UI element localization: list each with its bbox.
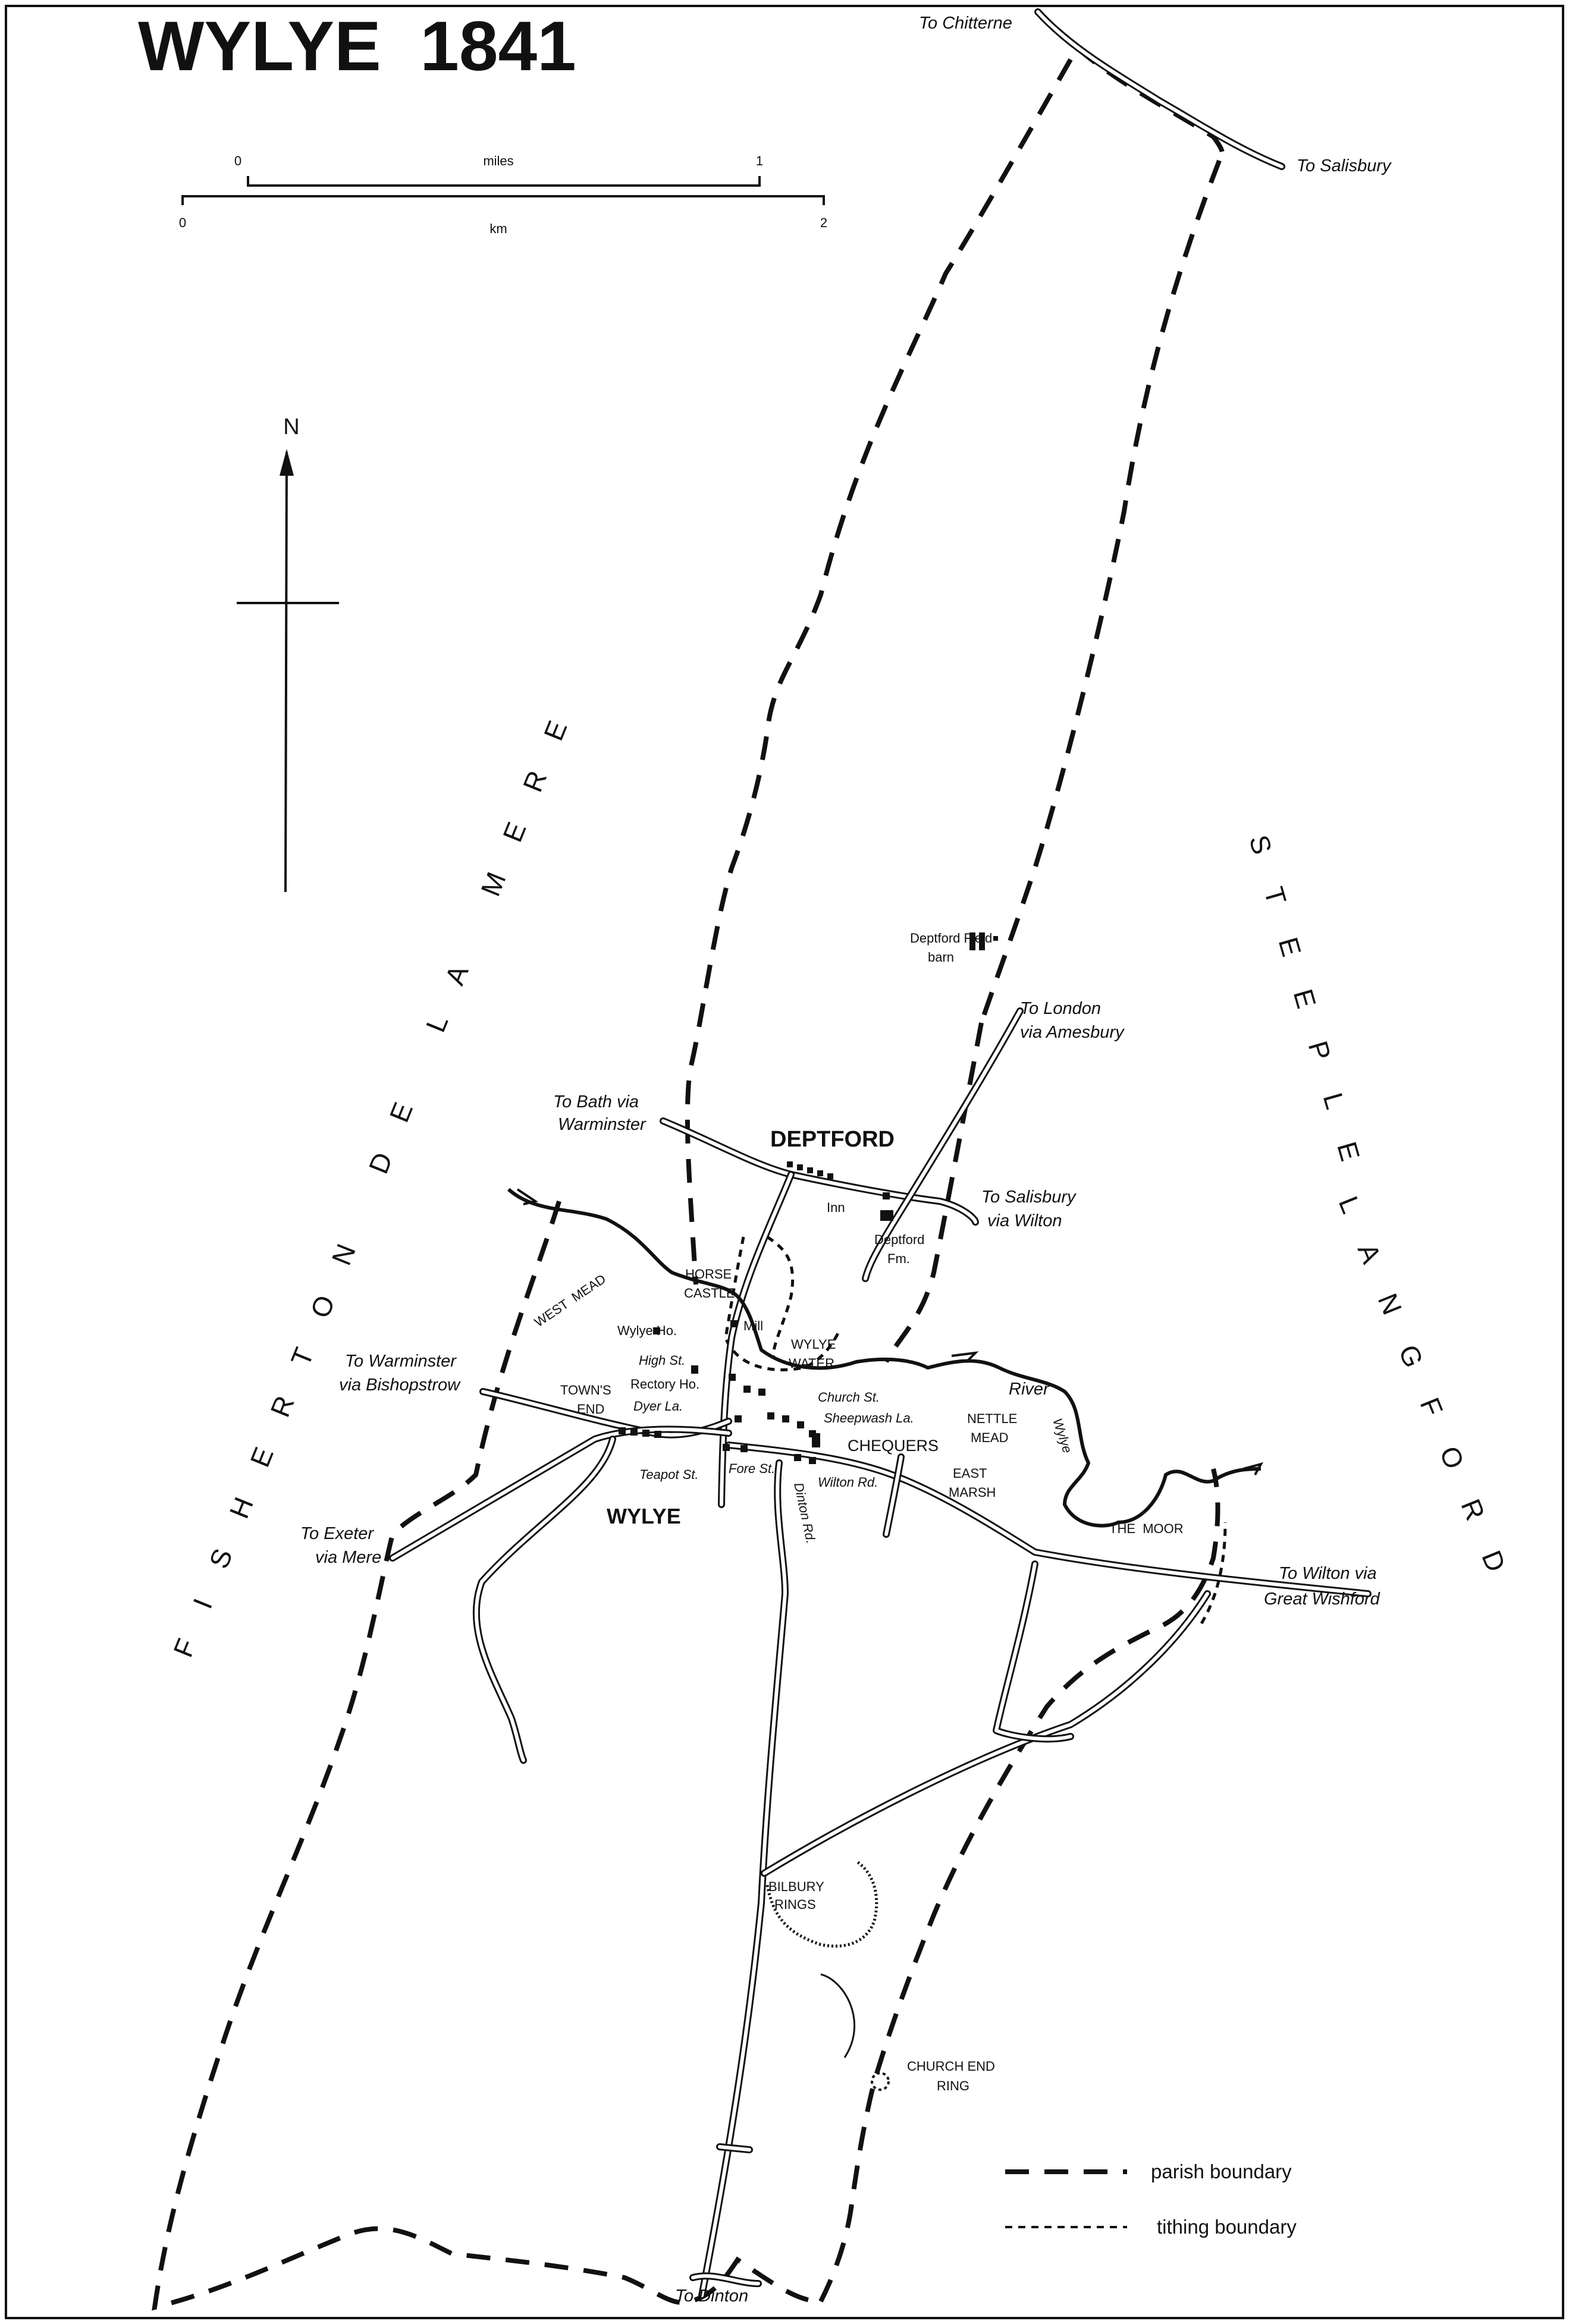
scale-km-0: 0 (179, 215, 186, 230)
label-towns-end-2: END (577, 1402, 604, 1417)
label-to-salisbury-wilton-2: via Wilton (987, 1211, 1062, 1230)
label-teapot-st: Teapot St. (639, 1467, 698, 1482)
label-church-end-1: CHURCH END (907, 2059, 995, 2074)
scale-km-label: km (489, 221, 507, 236)
scale-miles-label: miles (483, 153, 513, 168)
label-to-dinton: To Dinton (675, 2287, 748, 2306)
scale-miles-0: 0 (234, 153, 241, 168)
label-high-st: High St. (639, 1353, 685, 1368)
label-to-bath-2: Warminster (558, 1115, 647, 1134)
label-wilton-rd: Wilton Rd. (818, 1475, 878, 1490)
label-nettle: NETTLE (967, 1411, 1017, 1426)
label-river: River (1009, 1380, 1050, 1399)
label-east-marsh-2: MARSH (949, 1485, 996, 1500)
label-wylye-river: Wylye (1050, 1417, 1075, 1455)
label-deptford-field-1: Deptford Field (910, 931, 992, 946)
label-to-warminster-1: To Warminster (345, 1352, 457, 1371)
label-to-exeter-2: via Mere (315, 1548, 381, 1567)
label-to-london-1: To London (1020, 999, 1101, 1018)
label-wylye-ho: Wylye Ho. (617, 1323, 677, 1338)
north-label: N (283, 414, 299, 439)
label-to-wilton-2: Great Wishford (1264, 1590, 1380, 1609)
scale-bar: 0 miles 1 0 km 2 (179, 153, 827, 236)
legend-tithing-boundary: tithing boundary (1157, 2216, 1297, 2238)
label-deptford-fm-2: Fm. (887, 1251, 910, 1266)
label-inn: Inn (827, 1200, 845, 1215)
label-sheepwash: Sheepwash La. (824, 1411, 914, 1425)
roads (389, 8, 1372, 2299)
label-dyer-la: Dyer La. (633, 1399, 683, 1414)
north-arrow: N (237, 414, 339, 893)
label-to-london-2: via Amesbury (1020, 1023, 1125, 1042)
buildings (619, 932, 998, 1464)
legend-parish-boundary: parish boundary (1151, 2160, 1292, 2182)
parish-label-langford: LANGFORD (1333, 1192, 1526, 1609)
label-wylye-water-1: WYLYE (791, 1337, 836, 1352)
label-mill: Mill (743, 1318, 763, 1333)
label-deptford-field-2: barn (928, 950, 954, 965)
parish-label-steeple: STEEPLE (1243, 831, 1376, 1198)
label-rectory: Rectory Ho. (630, 1377, 699, 1392)
label-deptford-fm-1: Deptford (874, 1232, 924, 1247)
parish-boundary (152, 45, 1225, 2311)
label-west-mead: WEST MEAD (532, 1271, 608, 1330)
legend: parish boundary tithing boundary (1005, 2160, 1297, 2238)
label-deptford: DEPTFORD (770, 1127, 895, 1152)
tithing-boundary (724, 1235, 1227, 2091)
label-to-salisbury-wilton-1: To Salisbury (981, 1188, 1077, 1207)
label-the-moor: THE MOOR (1109, 1521, 1184, 1536)
scale-km-2: 2 (820, 215, 827, 230)
label-to-bath-1: To Bath via (553, 1092, 639, 1111)
label-east-marsh-1: EAST (953, 1466, 987, 1481)
label-church-st: Church St. (818, 1390, 880, 1405)
label-to-chitterne: To Chitterne (919, 14, 1012, 33)
label-fore-st: Fore St. (729, 1461, 775, 1476)
label-bilbury-1: BILBURY (768, 1879, 824, 1894)
label-castle: CASTLE (684, 1286, 735, 1301)
label-mead: MEAD (971, 1430, 1009, 1445)
label-towns-end-1: TOWN'S (560, 1383, 611, 1397)
label-horse: HORSE (685, 1267, 732, 1282)
label-to-warminster-2: via Bishopstrow (339, 1375, 461, 1395)
label-bilbury-2: RINGS (774, 1897, 816, 1912)
parish-label-fisherton: FISHERTON DE LA MERE (167, 683, 586, 1662)
label-to-wilton-1: To Wilton via (1279, 1564, 1377, 1583)
label-wylye: WYLYE (607, 1504, 681, 1528)
map-frame (5, 5, 1564, 2319)
map-title: WYLYE 1841 (138, 7, 576, 86)
label-chequers: CHEQUERS (848, 1437, 939, 1455)
label-church-end-2: RING (937, 2078, 969, 2093)
scale-miles-1: 1 (756, 153, 763, 168)
label-to-salisbury-top: To Salisbury (1297, 156, 1392, 175)
river-wylye (507, 1188, 1264, 1528)
label-dinton-rd: Dinton Rd. (791, 1481, 818, 1545)
label-wylye-water-2: WATER (789, 1356, 834, 1371)
label-to-exeter-1: To Exeter (300, 1524, 374, 1543)
